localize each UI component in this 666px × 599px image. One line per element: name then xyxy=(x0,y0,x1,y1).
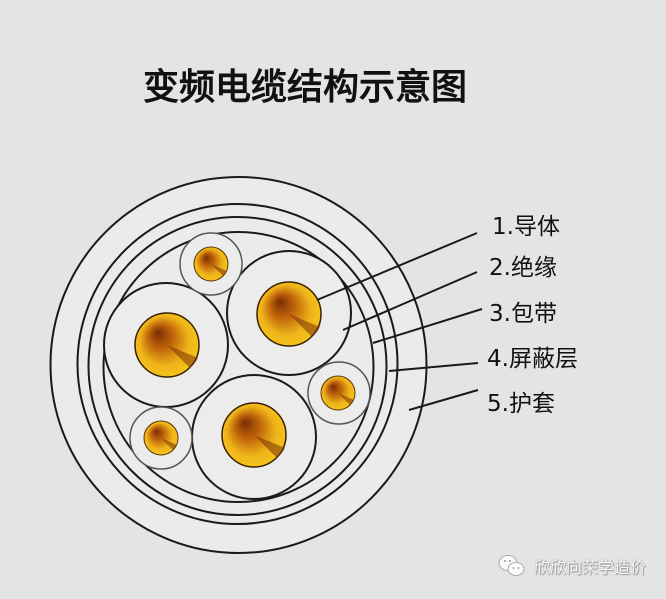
wechat-icon xyxy=(498,555,525,576)
core-small-right xyxy=(307,361,371,425)
core-large-left xyxy=(103,282,229,408)
leader-lines xyxy=(316,232,483,411)
label-insulation: 2.绝缘 xyxy=(489,255,557,281)
label-sheath: 5.护套 xyxy=(487,391,555,417)
watermark-text: 欣欣向荣学造价 xyxy=(534,558,647,577)
diagram-title: 变频电缆结构示意图 xyxy=(143,67,468,108)
label-conductor: 1.导体 xyxy=(492,214,560,240)
label-shield: 4.屏蔽层 xyxy=(487,346,578,372)
leader-line-insulation xyxy=(342,271,478,331)
shield-ring xyxy=(76,203,399,525)
label-tape: 3.包带 xyxy=(489,301,557,327)
leader-line-tape xyxy=(372,308,483,344)
core-large-bottom xyxy=(191,374,317,500)
watermark: 欣欣向荣学造价 xyxy=(498,552,646,580)
core-large-top-right xyxy=(226,250,352,376)
core-small-bottom-left xyxy=(129,406,193,470)
leader-line-shield xyxy=(388,362,479,372)
leader-line-sheath xyxy=(408,389,479,411)
core-small-top xyxy=(179,232,243,296)
leader-line-conductor xyxy=(316,232,478,301)
tape-ring xyxy=(102,231,375,503)
